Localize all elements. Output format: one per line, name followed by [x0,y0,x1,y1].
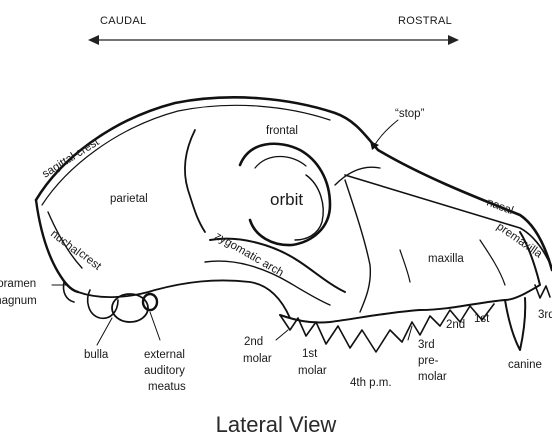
third-premolar-label-line-2: pre- [418,355,439,367]
nuchal-crest-label-line-1: nuchal [48,228,82,258]
fourth-premolar-label: 4th p.m. [350,377,392,389]
canine-label: canine [508,359,542,371]
maxilla-label: maxilla [428,253,464,265]
orbit-label: orbit [270,190,303,209]
zygomatic-arch-label: zygomatic arch [213,230,286,279]
sagittal-crest-label: sagittal crest [40,136,102,181]
external-auditory-meatus-label-line-3: meatus [148,381,186,393]
caudal-label: CAUDAL [100,15,146,27]
external-auditory-meatus-label-line-2: auditory [144,365,185,377]
first-molar-label-line-1: 1st [302,348,318,360]
rostral-label: ROSTRAL [398,15,452,27]
second-molar-label-line-1: 2nd [244,336,263,348]
parietal-label: parietal [110,193,148,205]
foramen-magnum-label-line-2: magnum [0,295,37,307]
foramen-magnum-label-line-1: foramen [0,278,36,290]
third-incisor-label: 3rd [538,309,552,321]
second-incisor-label: 2nd [446,319,465,331]
orientation-arrow [88,35,459,45]
frontal-label: frontal [266,125,298,137]
external-auditory-meatus-label-line-1: external [144,349,185,361]
first-incisor-label: 1st [474,313,490,325]
third-premolar-label-line-3: molar [418,371,447,383]
second-molar-label-line-2: molar [243,353,272,365]
first-molar-label-line-2: molar [298,365,327,377]
premaxilla-label: premaxilla [494,221,544,261]
nuchal-crest-label-line-2: crest [76,248,104,273]
third-premolar-label-line-1: 3rd [418,339,435,351]
diagram-title: Lateral View [216,412,337,437]
bulla-label: bulla [84,349,109,361]
stop-label: “stop” [395,108,425,120]
nasal-label: nasal [485,197,515,218]
